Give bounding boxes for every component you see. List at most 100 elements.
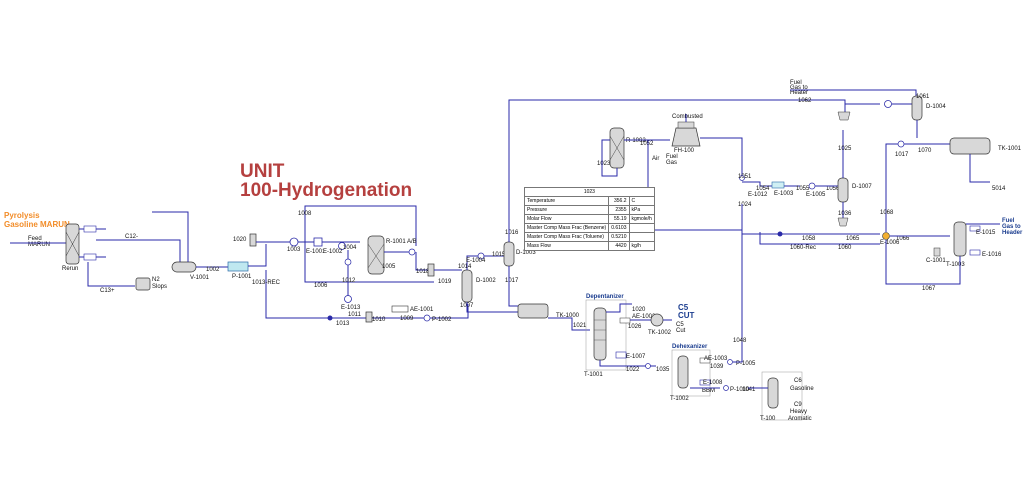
ae1001-label: AE-1001: [410, 307, 434, 313]
s1020b-label: 1020: [632, 307, 646, 313]
s1016-label: 1016: [505, 230, 519, 236]
row-unit: C: [628, 196, 655, 206]
tk1002-sphere[interactable]: [650, 313, 664, 327]
v1001-vessel[interactable]: [171, 261, 197, 273]
d1002-drum[interactable]: [461, 269, 473, 303]
feed-sub2: MARUN: [28, 242, 50, 248]
d1007-drum[interactable]: [837, 177, 849, 203]
s1022-label: 1022: [626, 367, 640, 373]
p1002-pump[interactable]: [423, 314, 431, 322]
e1004-label: E-1004: [466, 258, 486, 264]
c13-label: C13+: [100, 288, 115, 294]
e1016-exchanger[interactable]: [969, 249, 981, 256]
row-name: Molar Flow: [523, 214, 610, 224]
s1017b-label: 1017: [895, 152, 909, 158]
r1001-reactor[interactable]: [367, 235, 385, 275]
mixer-1019[interactable]: [427, 263, 435, 277]
t100-column[interactable]: [767, 377, 779, 409]
s1048-label: 1048: [733, 338, 747, 344]
rerun-reboiler[interactable]: [83, 253, 97, 261]
e1008-label: E-1008: [703, 380, 723, 386]
d1003-drum[interactable]: [503, 241, 515, 267]
t1003-column[interactable]: [953, 221, 967, 257]
fuel-gas-heater-1: Fuel: [790, 80, 802, 86]
unit-title-line1: UNIT: [240, 161, 285, 182]
s1019-label: 1019: [438, 279, 452, 285]
s1066-label: 1066: [896, 236, 910, 242]
fuel-gas-header-2: Gas to: [1002, 224, 1021, 230]
c6-tag: C6: [794, 378, 802, 384]
row-unit: kg/h: [628, 241, 655, 251]
s1041-label: 1041: [742, 387, 756, 393]
ae1003-aircooler[interactable]: [699, 357, 711, 364]
rerun-condenser[interactable]: [83, 225, 97, 233]
depentanizer-frame: [585, 299, 627, 371]
e1005-label: E-1005: [806, 192, 826, 198]
table-header: 1023: [524, 187, 655, 197]
compressor-1003[interactable]: [289, 237, 299, 247]
row-value: 4420: [608, 241, 630, 251]
s1060-label: 1060: [838, 245, 852, 251]
s1006-label: 1006: [314, 283, 328, 289]
tk1001-tank[interactable]: [949, 137, 991, 155]
p1010-pump[interactable]: [723, 385, 729, 391]
row-value: 55.19: [608, 214, 630, 224]
t1002-label: T-1002: [670, 396, 689, 402]
row-name: Master Comp Mass Frac (Toluene): [523, 232, 610, 242]
e1001-exchanger[interactable]: [313, 237, 323, 247]
c1001-compressor[interactable]: [933, 247, 941, 257]
s1065-label: 1065: [846, 236, 860, 242]
gasoline-label: Gasoline: [790, 386, 814, 392]
s1025-label: 1025: [838, 146, 852, 152]
p1001-pump[interactable]: [227, 261, 249, 272]
fuel-gas-header-3: Header: [1002, 230, 1023, 236]
e1013-exchanger[interactable]: [344, 295, 352, 303]
s1004-label: 1004: [343, 245, 357, 251]
mixer-1020[interactable]: [249, 233, 257, 247]
mixer-1010[interactable]: [365, 311, 373, 323]
ae1001-aircooler[interactable]: [391, 305, 409, 313]
e1008-reboiler[interactable]: [699, 379, 711, 386]
fh100-heater[interactable]: [671, 127, 701, 147]
unit-title-line2: 100-Hydrogenation: [240, 180, 412, 201]
s1023-label: 1023: [597, 161, 611, 167]
e1015-label: E-1015: [976, 230, 996, 236]
row-value: 2355: [608, 205, 630, 215]
bbm-label: BBM: [702, 388, 715, 394]
fuel-gas-fh-1: Fuel: [666, 154, 678, 160]
p1002-label: P-1002: [432, 317, 452, 323]
s1017-label: 1017: [505, 278, 519, 284]
depentanizer-heading: Depentanizer: [586, 294, 624, 300]
e1002-label: E-1002: [323, 249, 343, 255]
e1002-exchanger[interactable]: [338, 242, 346, 250]
t1002-column[interactable]: [677, 355, 689, 389]
s1056-label: 1056: [826, 186, 840, 192]
ae1003-label: AE-1003: [704, 356, 728, 362]
fuel-gas-heater-3: Heater: [790, 90, 808, 96]
e1007-label: E-1007: [626, 354, 646, 360]
e1003-exchanger[interactable]: [771, 181, 785, 189]
s1011-label: 1011: [348, 312, 362, 318]
p1005-pump[interactable]: [727, 359, 733, 365]
s1055-label: 1055: [796, 186, 810, 192]
t1001-column[interactable]: [593, 307, 607, 361]
slops-tank[interactable]: [135, 277, 151, 291]
e1006-exchanger[interactable]: [882, 232, 890, 240]
e1013-label: E-1013: [341, 305, 361, 311]
e1005-exchanger[interactable]: [808, 182, 816, 190]
air-label: Air: [652, 156, 659, 162]
aromatic-label: Aromatic: [788, 416, 812, 422]
e1015-exchanger[interactable]: [969, 225, 981, 232]
tk1002-label: TK-1002: [648, 330, 672, 336]
e1012-label: E-1012: [748, 192, 768, 198]
s1062-label: 1062: [798, 98, 812, 104]
row-name: Master Comp Mass Frac (Benzene): [523, 223, 610, 233]
feed-sub1: Feed: [28, 236, 42, 242]
stream-1006: [304, 242, 434, 283]
ae1002-aircooler[interactable]: [619, 317, 631, 324]
e1007-reboiler[interactable]: [615, 351, 627, 359]
tk1000-tank[interactable]: [517, 303, 549, 319]
stream-1013-rec: [265, 270, 330, 319]
fuel-gas-fh-2: Gas: [666, 160, 677, 166]
